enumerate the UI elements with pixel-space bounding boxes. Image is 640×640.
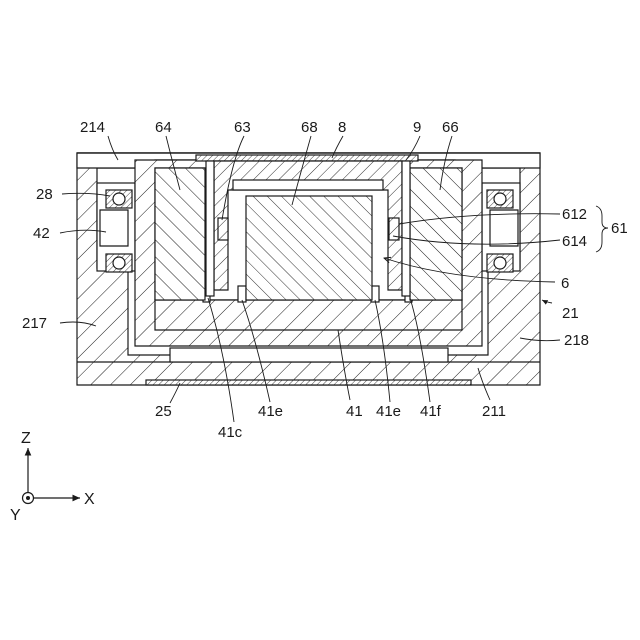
label-217: 217 — [22, 315, 47, 332]
axis-triad: Z X Y — [10, 430, 95, 524]
label-68: 68 — [301, 119, 318, 136]
axis-label-z: Z — [21, 430, 31, 447]
label-214: 214 — [80, 119, 105, 136]
ball-right-lower — [494, 257, 506, 269]
brace-61 — [596, 206, 608, 252]
slot-41e-left — [238, 286, 246, 302]
label-218: 218 — [564, 332, 589, 349]
label-41f: 41f — [420, 403, 442, 420]
bearing-right-28 — [482, 183, 520, 272]
label-8: 8 — [338, 119, 346, 136]
label-61: 61 — [611, 220, 628, 237]
magnet-64 — [155, 168, 205, 300]
frame-inner-white — [233, 180, 383, 190]
lid-8 — [196, 155, 418, 161]
magnet-66 — [410, 168, 462, 300]
ball-left-lower — [113, 257, 125, 269]
label-42: 42 — [33, 225, 50, 242]
coupling-42 — [100, 210, 128, 246]
label-41c: 41c — [218, 424, 243, 441]
axis-label-x: X — [84, 491, 95, 508]
label-21: 21 — [562, 305, 579, 322]
axis-label-y: Y — [10, 507, 21, 524]
ball-left-upper — [113, 193, 125, 205]
label-41: 41 — [346, 403, 363, 420]
label-28: 28 — [36, 186, 53, 203]
plate-25 — [146, 380, 471, 385]
leader-21 — [542, 300, 552, 303]
frame-right-rail — [402, 161, 410, 296]
ball-right-upper — [494, 193, 506, 205]
label-63: 63 — [234, 119, 251, 136]
label-41e-right: 41e — [376, 403, 401, 420]
label-66: 66 — [442, 119, 459, 136]
coupling-right — [490, 210, 518, 246]
label-64: 64 — [155, 119, 172, 136]
label-612: 612 — [562, 206, 587, 223]
bearing-left-28 — [97, 183, 135, 272]
base-211-recess — [170, 348, 448, 362]
leader-25 — [170, 383, 180, 403]
holder-floor — [155, 300, 462, 330]
label-211: 211 — [482, 403, 506, 420]
core-68 — [246, 196, 372, 300]
label-6: 6 — [561, 275, 569, 292]
coil-614-left — [218, 218, 228, 240]
label-25: 25 — [155, 403, 172, 420]
label-614: 614 — [562, 233, 587, 250]
frame-left-rail — [206, 161, 214, 296]
y-axis-dot — [26, 496, 30, 500]
label-41e-left: 41e — [258, 403, 283, 420]
label-9: 9 — [413, 119, 421, 136]
